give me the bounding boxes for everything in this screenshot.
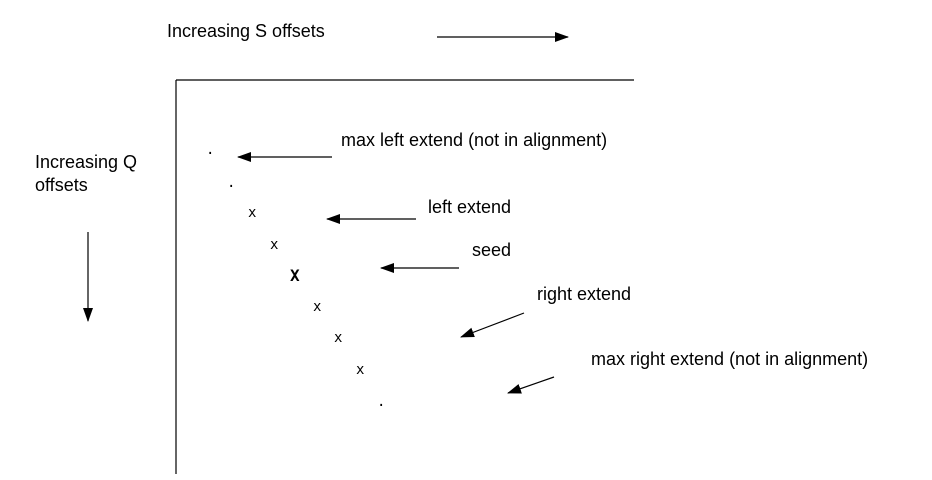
diagonal-x-1: x <box>248 205 257 221</box>
left-extend-label: left extend <box>428 197 512 217</box>
diagonal-dot-3: . <box>377 394 386 410</box>
diagonal-x-4: x <box>334 330 343 346</box>
diagonal-dot-1: . <box>206 142 215 158</box>
diagonal-x-5: x <box>356 362 365 378</box>
q-axis-label-line2: offsets <box>35 175 88 195</box>
max-left-extend-label: max left extend (not in alignment) <box>341 130 608 150</box>
seed-x-mark: X <box>290 266 300 285</box>
diagonal-dot-2: . <box>227 175 236 191</box>
q-axis-label-line1: Increasing Q <box>35 152 138 172</box>
s-axis-label: Increasing S offsets <box>167 21 325 41</box>
right-extend-arrow <box>460 312 525 338</box>
seed-label: seed <box>472 240 512 260</box>
max-right-extend-label: max right extend (not in alignment) <box>591 349 869 369</box>
right-extend-label: right extend <box>537 284 632 304</box>
diagonal-x-3: x <box>313 299 322 315</box>
diagonal-x-2: x <box>270 237 279 253</box>
max-right-extend-arrow <box>507 376 555 394</box>
